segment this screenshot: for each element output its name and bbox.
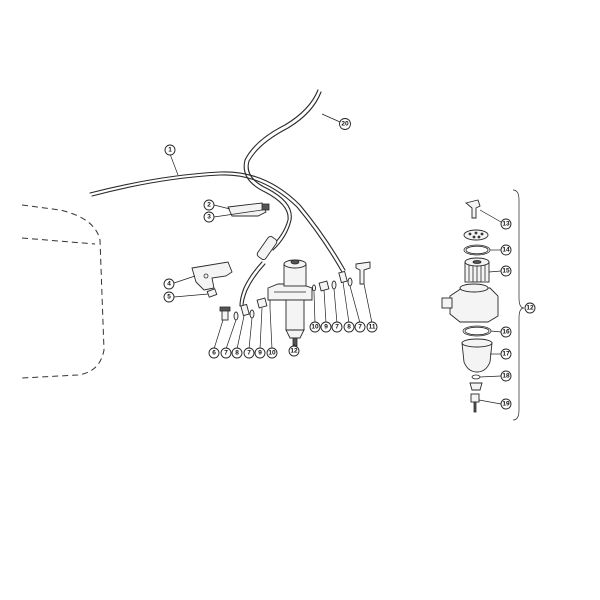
callout-6: 6	[208, 347, 220, 359]
bracket-hole	[203, 273, 209, 279]
filter-cover-disc	[463, 229, 489, 241]
callout-1: 1	[164, 144, 176, 156]
washer-7a	[233, 311, 239, 321]
callout-19: 19	[500, 398, 512, 410]
svg-text:4: 4	[167, 281, 171, 288]
svg-text:6: 6	[212, 350, 216, 357]
svg-text:12: 12	[290, 348, 298, 355]
svg-text:15: 15	[502, 268, 510, 275]
svg-text:10: 10	[311, 324, 319, 331]
svg-text:14: 14	[502, 247, 510, 254]
svg-text:2: 2	[207, 202, 211, 209]
callout-3: 3	[203, 211, 215, 223]
callout-10a: 10	[266, 347, 278, 359]
fitting-8a	[240, 303, 250, 317]
svg-text:13: 13	[502, 221, 510, 228]
svg-text:7: 7	[335, 324, 339, 331]
nut-9a	[256, 297, 268, 309]
hose-sleeve	[256, 236, 278, 260]
svg-text:11: 11	[369, 324, 376, 331]
svg-text:19: 19	[502, 401, 510, 408]
fuel-tank-outline	[21, 204, 105, 379]
callout-8b: 8	[343, 321, 355, 333]
callout-16: 16	[500, 326, 512, 338]
svg-text:5: 5	[167, 294, 171, 301]
callout-13: 13	[500, 218, 512, 230]
callout-4: 4	[163, 278, 175, 290]
callout-20: 20	[339, 118, 351, 130]
fuel-line-lower-inner	[242, 263, 266, 307]
callout-11: 11	[366, 321, 378, 333]
fuel-filter-assembly	[267, 259, 313, 347]
fuel-line-20	[243, 89, 319, 249]
leader-lines	[169, 113, 502, 405]
callout-5: 5	[163, 291, 175, 303]
mounting-bracket	[191, 261, 233, 291]
filter-exploded-parts	[441, 199, 499, 413]
fuel-line-lower	[239, 261, 263, 307]
group-bracket-12	[512, 189, 525, 421]
filter-head	[449, 287, 499, 323]
callout-7a: 7	[220, 347, 232, 359]
banjo-bolt-11	[355, 261, 371, 285]
callout-14: 14	[500, 244, 512, 256]
fuel-line-20-inner	[247, 91, 322, 251]
banjo-bolt-head	[219, 306, 231, 312]
svg-text:1: 1	[168, 147, 172, 154]
sediment-bowl	[461, 342, 493, 373]
svg-text:7: 7	[224, 350, 228, 357]
nut-9b	[318, 280, 330, 292]
svg-text:8: 8	[235, 350, 239, 357]
bleed-screw	[465, 199, 481, 219]
fuel-tank-inner-line	[21, 237, 96, 245]
callout-12b: 12	[524, 302, 536, 314]
svg-text:8: 8	[347, 324, 351, 331]
callout-12a: 12	[288, 345, 300, 357]
callout-8a: 8	[231, 347, 243, 359]
svg-text:16: 16	[502, 329, 510, 336]
callout-7c: 7	[331, 321, 343, 333]
callout-18: 18	[500, 370, 512, 382]
fitting-8b	[338, 270, 348, 284]
svg-text:18: 18	[502, 373, 510, 380]
svg-text:7: 7	[358, 324, 362, 331]
callout-7d: 7	[354, 321, 366, 333]
clamp-bolt	[261, 203, 270, 211]
svg-text:12: 12	[526, 305, 534, 312]
svg-text:9: 9	[324, 324, 328, 331]
svg-text:9: 9	[258, 350, 262, 357]
drain-plug	[470, 393, 480, 403]
svg-text:3: 3	[207, 214, 211, 221]
washer-7b	[249, 309, 255, 319]
callout-9a: 9	[254, 347, 266, 359]
callout-2: 2	[203, 199, 215, 211]
small-clip	[206, 288, 218, 298]
callout-17: 17	[500, 348, 512, 360]
seal-10b	[312, 284, 316, 292]
svg-text:17: 17	[502, 351, 510, 358]
callout-7b: 7	[243, 347, 255, 359]
callout-15: 15	[500, 265, 512, 277]
svg-text:10: 10	[268, 350, 276, 357]
drain-seal	[471, 374, 481, 380]
callout-9b: 9	[320, 321, 332, 333]
svg-text:7: 7	[247, 350, 251, 357]
fuel-line-1	[89, 171, 346, 271]
washer-7c	[331, 280, 337, 290]
banjo-bolt	[221, 309, 229, 321]
washer-7d	[347, 277, 353, 287]
callout-10b: 10	[309, 321, 321, 333]
svg-text:20: 20	[341, 121, 349, 128]
fuel-line-1-inner	[91, 174, 343, 273]
